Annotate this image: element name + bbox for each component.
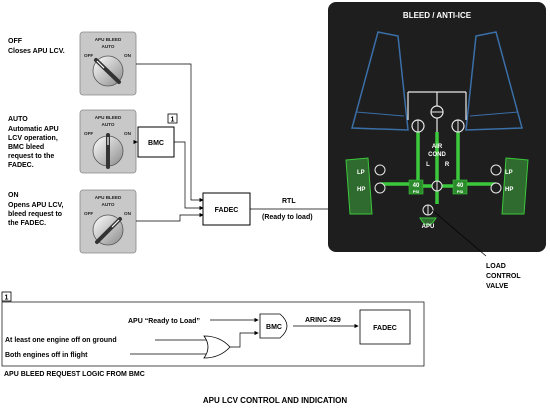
svg-text:AUTO: AUTO (102, 122, 115, 127)
apu-bleed-knob-off[interactable]: APU BLEED AUTO OFF ON (79, 31, 137, 96)
synoptic-title: BLEED / ANTI-ICE (403, 11, 472, 20)
svg-text:PSI: PSI (457, 189, 463, 194)
psi-right-readout: 40 PSI (452, 179, 468, 195)
svg-text:PSI: PSI (413, 189, 419, 194)
svg-text:LP: LP (505, 170, 513, 176)
svg-text:COND: COND (428, 152, 446, 158)
svg-text:ON: ON (124, 53, 132, 58)
apu-icon (419, 217, 437, 226)
svg-text:request to the: request to the (8, 153, 54, 160)
or-gate-icon (203, 335, 231, 359)
logic-panel: 1 APU “Ready to Load” At least one engin… (1, 291, 425, 367)
svg-text:AUTO: AUTO (102, 202, 115, 207)
svg-text:ON: ON (124, 131, 132, 136)
svg-text:APU BLEED: APU BLEED (95, 115, 122, 120)
svg-text:1: 1 (171, 117, 175, 124)
right-wing-outline (465, 31, 523, 131)
rtl-label: RTL (Ready to load) (262, 198, 313, 221)
fadec-block: FADEC (202, 192, 251, 226)
note-auto: AUTO Automatic APU LCV operation, BMC bl… (8, 116, 59, 169)
svg-text:ON: ON (8, 192, 19, 199)
note-ref-badge: 1 (167, 113, 178, 124)
svg-text:Closes APU LCV.: Closes APU LCV. (8, 48, 65, 55)
svg-text:1: 1 (5, 295, 9, 302)
svg-text:At least one engine off on gro: At least one engine off on ground (5, 337, 117, 344)
apu-bleed-knob-auto[interactable]: APU BLEED AUTO OFF ON (79, 109, 137, 174)
svg-text:FADEC: FADEC (215, 207, 239, 214)
svg-text:Both engines off in flight: Both engines off in flight (5, 352, 88, 359)
svg-text:40: 40 (413, 183, 420, 189)
svg-text:the FADEC.: the FADEC. (8, 220, 46, 227)
left-engine-icon (345, 157, 373, 215)
svg-text:bleed request to: bleed request to (8, 211, 62, 218)
bleed-synoptic: BLEED / ANTI-ICE (328, 2, 546, 252)
svg-text:Opens APU LCV,: Opens APU LCV, (8, 202, 64, 209)
svg-text:ON: ON (124, 211, 132, 216)
bmc-block: BMC (137, 126, 175, 158)
svg-text:APU BLEED: APU BLEED (95, 37, 122, 42)
svg-text:FADEC.: FADEC. (8, 162, 34, 169)
svg-text:AUTO: AUTO (8, 116, 28, 123)
svg-text:OFF: OFF (84, 53, 93, 58)
svg-text:APU: APU (422, 224, 435, 230)
svg-text:BMC bleed: BMC bleed (8, 144, 44, 151)
svg-text:HP: HP (505, 187, 513, 193)
svg-text:OFF: OFF (84, 211, 93, 216)
logic-fadec-block (359, 309, 411, 345)
svg-text:LCV operation,: LCV operation, (8, 135, 58, 142)
apu-bleed-knob-on[interactable]: APU BLEED AUTO OFF ON (79, 189, 137, 254)
figure-title: APU LCV CONTROL AND INDICATION (203, 396, 348, 405)
right-hp-valve-icon (490, 182, 502, 194)
svg-text:APU “Ready to Load”: APU “Ready to Load” (128, 318, 200, 325)
svg-text:(Ready to load): (Ready to load) (262, 214, 313, 221)
note-on: ON Opens APU LCV, bleed request to the F… (8, 192, 64, 227)
right-engine-icon (501, 157, 529, 215)
svg-text:BMC: BMC (266, 324, 282, 331)
note-off: OFF Closes APU LCV. (8, 38, 65, 55)
logic-caption: APU BLEED REQUEST LOGIC FROM BMC (4, 371, 145, 378)
svg-text:BMC: BMC (148, 140, 164, 147)
load-control-valve-callout: LOAD CONTROL VALVE (431, 209, 521, 290)
svg-text:FADEC: FADEC (373, 325, 397, 332)
svg-text:AIR: AIR (432, 144, 443, 150)
svg-text:LOAD: LOAD (486, 263, 506, 270)
svg-text:APU BLEED: APU BLEED (95, 195, 122, 200)
svg-text:40: 40 (457, 183, 464, 189)
right-lp-valve-icon (490, 164, 502, 176)
svg-text:L: L (426, 162, 430, 168)
left-lp-valve-icon (374, 164, 386, 176)
svg-text:AUTO: AUTO (102, 44, 115, 49)
logic-bmc-gate (259, 313, 288, 339)
svg-text:ARINC 429: ARINC 429 (305, 317, 341, 324)
svg-text:RTL: RTL (282, 198, 296, 205)
svg-text:Automatic APU: Automatic APU (8, 126, 59, 133)
left-wing-outline (351, 31, 409, 131)
svg-text:R: R (445, 162, 450, 168)
svg-text:LP: LP (357, 170, 365, 176)
left-hp-valve-icon (374, 182, 386, 194)
svg-text:OFF: OFF (8, 38, 23, 45)
svg-text:VALVE: VALVE (486, 283, 509, 290)
svg-text:CONTROL: CONTROL (486, 273, 521, 280)
psi-left-readout: 40 PSI (408, 179, 424, 195)
svg-text:HP: HP (357, 187, 365, 193)
svg-text:OFF: OFF (84, 131, 93, 136)
